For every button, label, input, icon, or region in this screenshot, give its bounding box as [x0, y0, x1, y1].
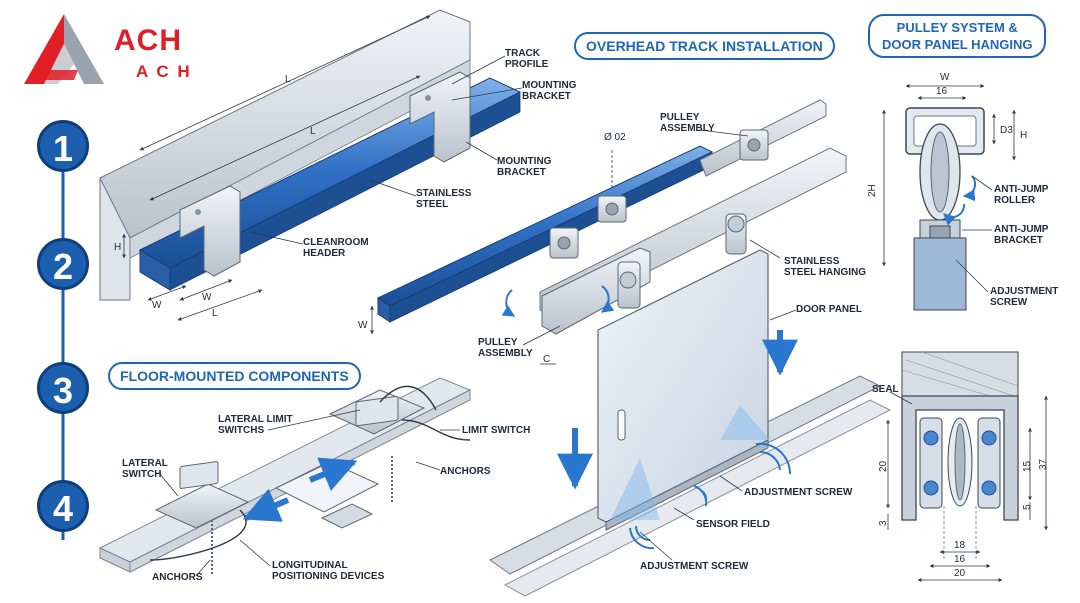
label-track-profile-line2: PROFILE — [505, 59, 549, 70]
label-cleanroom-header-line2: HEADER — [303, 248, 346, 259]
step-1-badge: 1 — [37, 120, 89, 172]
label-door-panel: DOOR PANEL — [796, 304, 862, 315]
step-4-badge: 4 — [37, 480, 89, 532]
logo-mark-icon — [24, 14, 104, 84]
label-lateral-limit-switches-line1: LATERAL LIMIT — [218, 414, 293, 425]
label-anti-jump-bracket-line2: BRACKET — [994, 235, 1043, 246]
label-lateral-switch-line2: SWITCH — [122, 469, 162, 480]
dim-section-16: 16 — [954, 554, 966, 565]
dim-track-L1: L — [285, 74, 291, 85]
label-stainless-steel-line2: STEEL — [416, 199, 449, 210]
label-track-profile-line1: TRACK — [505, 48, 540, 59]
label-lateral-limit-switches: LATERAL LIMIT SWITCHS — [218, 414, 293, 436]
label-longitudinal-line1: LONGITUDINAL — [272, 560, 348, 571]
label-sensor-field: SENSOR FIELD — [696, 519, 770, 530]
label-stainless-steel-hanging: STAINLESS STEEL HANGING — [784, 256, 866, 278]
pulley-section-drawing — [882, 84, 1016, 311]
label-anti-jump-bracket: ANTI-JUMP BRACKET — [994, 224, 1048, 246]
label-longitudinal-line2: POSITIONING DEVICES — [272, 571, 385, 582]
label-anti-jump-roller-line1: ANTI-JUMP — [994, 184, 1049, 195]
pulley-heading-line1: PULLEY SYSTEM & — [896, 20, 1018, 35]
label-mounting-bracket-2-line2: BRACKET — [497, 167, 546, 178]
label-anchors-1: ANCHORS — [440, 466, 491, 477]
dim-section-3: 3 — [878, 520, 889, 526]
step-timeline-line — [61, 130, 65, 540]
label-stainless-steel: STAINLESS STEEL — [416, 188, 471, 210]
label-lateral-switch: LATERAL SWITCH — [122, 458, 168, 480]
pulley-heading-line2: DOOR PANEL HANGING — [882, 37, 1033, 52]
label-lateral-limit-switches-line2: SWITCHS — [218, 425, 265, 436]
step-3-badge: 3 — [37, 362, 89, 414]
label-limit-switch: LIMIT SWITCH — [462, 425, 531, 436]
cleanroom-header-drawing — [99, 9, 523, 321]
label-mounting-bracket-1-line2: BRACKET — [522, 91, 571, 102]
label-adjustment-screw-3-line1: ADJUSTMENT — [990, 286, 1059, 297]
label-pulley-assembly-2-line1: PULLEY — [478, 337, 518, 348]
label-mounting-bracket-1: MOUNTING BRACKET — [522, 80, 576, 102]
label-anchors-2: ANCHORS — [152, 572, 203, 583]
label-stainless-steel-line1: STAINLESS — [416, 188, 472, 199]
label-seal: SEAL — [872, 384, 899, 395]
label-adjustment-screw-2: ADJUSTMENT SCREW — [640, 561, 749, 572]
track-section-drawing — [886, 351, 1048, 582]
label-mounting-bracket-2-line1: MOUNTING — [497, 156, 552, 167]
label-pulley-assembly-1: PULLEY ASSEMBLY — [660, 112, 715, 134]
dim-rail-phi: Ø 02 — [604, 132, 626, 143]
label-adjustment-screw-3: ADJUSTMENT SCREW — [990, 286, 1058, 308]
label-pulley-assembly-2: PULLEY ASSEMBLY — [478, 337, 533, 359]
pulley-heading: PULLEY SYSTEM & DOOR PANEL HANGING — [868, 14, 1047, 58]
dim-rail-C: C — [543, 354, 550, 365]
dim-track-H: H — [114, 242, 121, 253]
label-stainless-steel-hanging-line2: STEEL HANGING — [784, 267, 867, 278]
dim-pulley-H: H — [1020, 130, 1027, 141]
pulley-rail-drawing — [370, 99, 892, 597]
floor-components-drawing — [98, 377, 472, 577]
dim-section-20b: 20 — [954, 568, 966, 579]
label-track-profile: TRACK PROFILE — [505, 48, 548, 70]
dim-track-W1: W — [152, 300, 162, 311]
label-mounting-bracket-2: MOUNTING BRACKET — [497, 156, 551, 178]
label-adjustment-screw-3-line2: SCREW — [990, 297, 1028, 308]
dim-section-5: 5 — [1022, 504, 1033, 510]
overhead-heading: OVERHEAD TRACK INSTALLATION — [574, 32, 835, 60]
label-anti-jump-roller: ANTI-JUMP ROLLER — [994, 184, 1048, 206]
label-adjustment-screw-1: ADJUSTMENT SCREW — [744, 487, 853, 498]
dim-pulley-16: 16 — [936, 86, 948, 97]
dim-pulley-D3: D3 — [1000, 125, 1013, 136]
label-pulley-assembly-1-line1: PULLEY — [660, 112, 700, 123]
label-mounting-bracket-1-line1: MOUNTING — [522, 80, 577, 91]
step-2-badge: 2 — [37, 238, 89, 290]
dim-track-L3: L — [212, 308, 218, 319]
dim-pulley-W: W — [940, 72, 950, 83]
label-anti-jump-bracket-line1: ANTI-JUMP — [994, 224, 1049, 235]
label-cleanroom-header: CLEANROOM HEADER — [303, 237, 369, 259]
label-anti-jump-roller-line2: ROLLER — [994, 195, 1036, 206]
dim-track-W2: W — [202, 292, 212, 303]
dim-track-L2: L — [310, 126, 316, 137]
label-stainless-steel-hanging-line1: STAINLESS — [784, 256, 840, 267]
dim-pulley-2H: 2H — [867, 184, 878, 197]
dim-rail-W: W — [358, 320, 368, 331]
label-cleanroom-header-line1: CLEANROOM — [303, 237, 369, 248]
label-pulley-assembly-2-line2: ASSEMBLY — [478, 348, 533, 359]
dim-section-37: 37 — [1038, 458, 1049, 470]
label-pulley-assembly-1-line2: ASSEMBLY — [660, 123, 715, 134]
label-lateral-switch-line1: LATERAL — [122, 458, 168, 469]
dim-section-18: 18 — [954, 540, 966, 551]
floor-heading: FLOOR-MOUNTED COMPONENTS — [108, 362, 361, 390]
dim-section-15: 15 — [1022, 460, 1033, 472]
label-longitudinal-positioning: LONGITUDINAL POSITIONING DEVICES — [272, 560, 384, 582]
dim-section-20a: 20 — [878, 460, 889, 472]
